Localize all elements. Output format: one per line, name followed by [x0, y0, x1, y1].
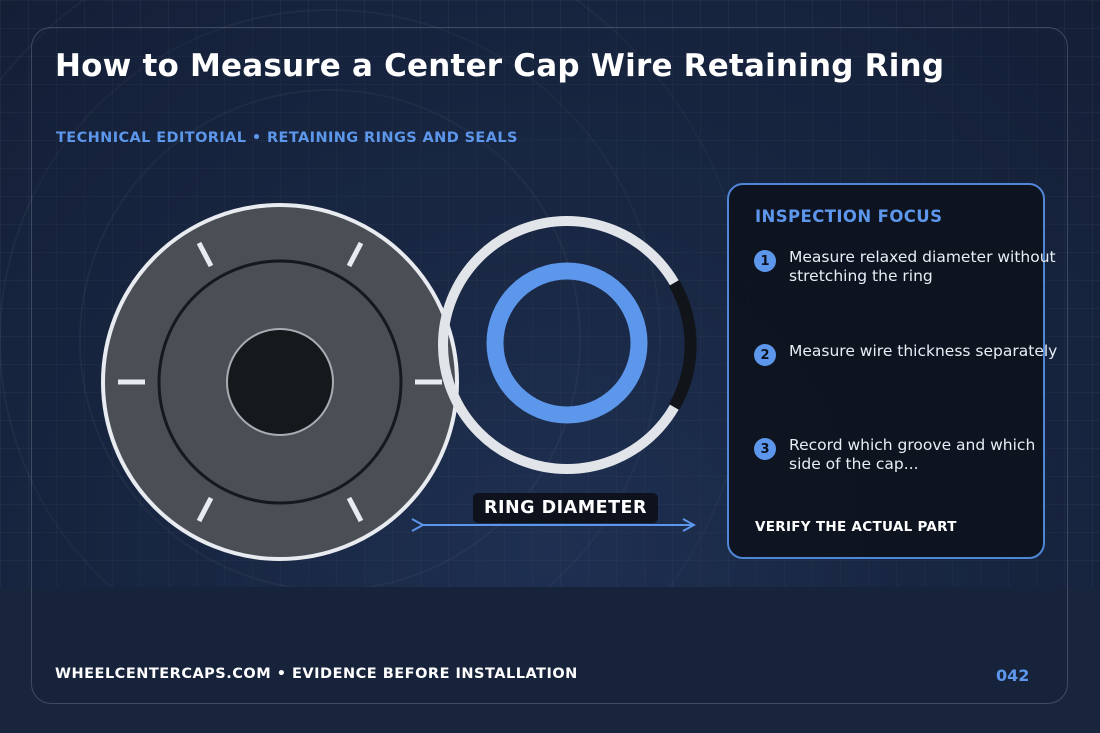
step-number-badge: 1: [754, 250, 776, 272]
ring-gap-shadow: [668, 280, 697, 410]
wire-retaining-ring: [438, 216, 697, 474]
page-number: 042: [996, 666, 1030, 685]
footer-credit: WHEELCENTERCAPS.COM • EVIDENCE BEFORE IN…: [55, 666, 578, 682]
step-number-badge: 2: [754, 344, 776, 366]
cap-ticks: [118, 241, 442, 523]
panel-footer-note: VERIFY THE ACTUAL PART: [755, 519, 957, 535]
page-subtitle: TECHNICAL EDITORIAL • RETAINING RINGS AN…: [56, 130, 518, 146]
page-title: How to Measure a Center Cap Wire Retaini…: [55, 48, 945, 84]
center-cap: [101, 203, 459, 561]
inner-blue-ring: [486, 262, 648, 424]
step-text: Measure relaxed diameter without stretch…: [789, 248, 1056, 285]
step-text: Measure wire thickness separately: [789, 342, 1058, 360]
inspection-focus-panel: INSPECTION FOCUS 1 Measure relaxed diame…: [727, 183, 1057, 559]
ring-diameter-label: RING DIAMETER: [473, 493, 658, 523]
footer-band: [0, 587, 1100, 733]
panel-title: INSPECTION FOCUS: [755, 207, 943, 226]
step-number-badge: 3: [754, 438, 776, 460]
step-text: Record which groove and which side of th…: [789, 436, 1036, 473]
cap-groove: [157, 259, 403, 505]
cap-hub: [226, 328, 334, 436]
